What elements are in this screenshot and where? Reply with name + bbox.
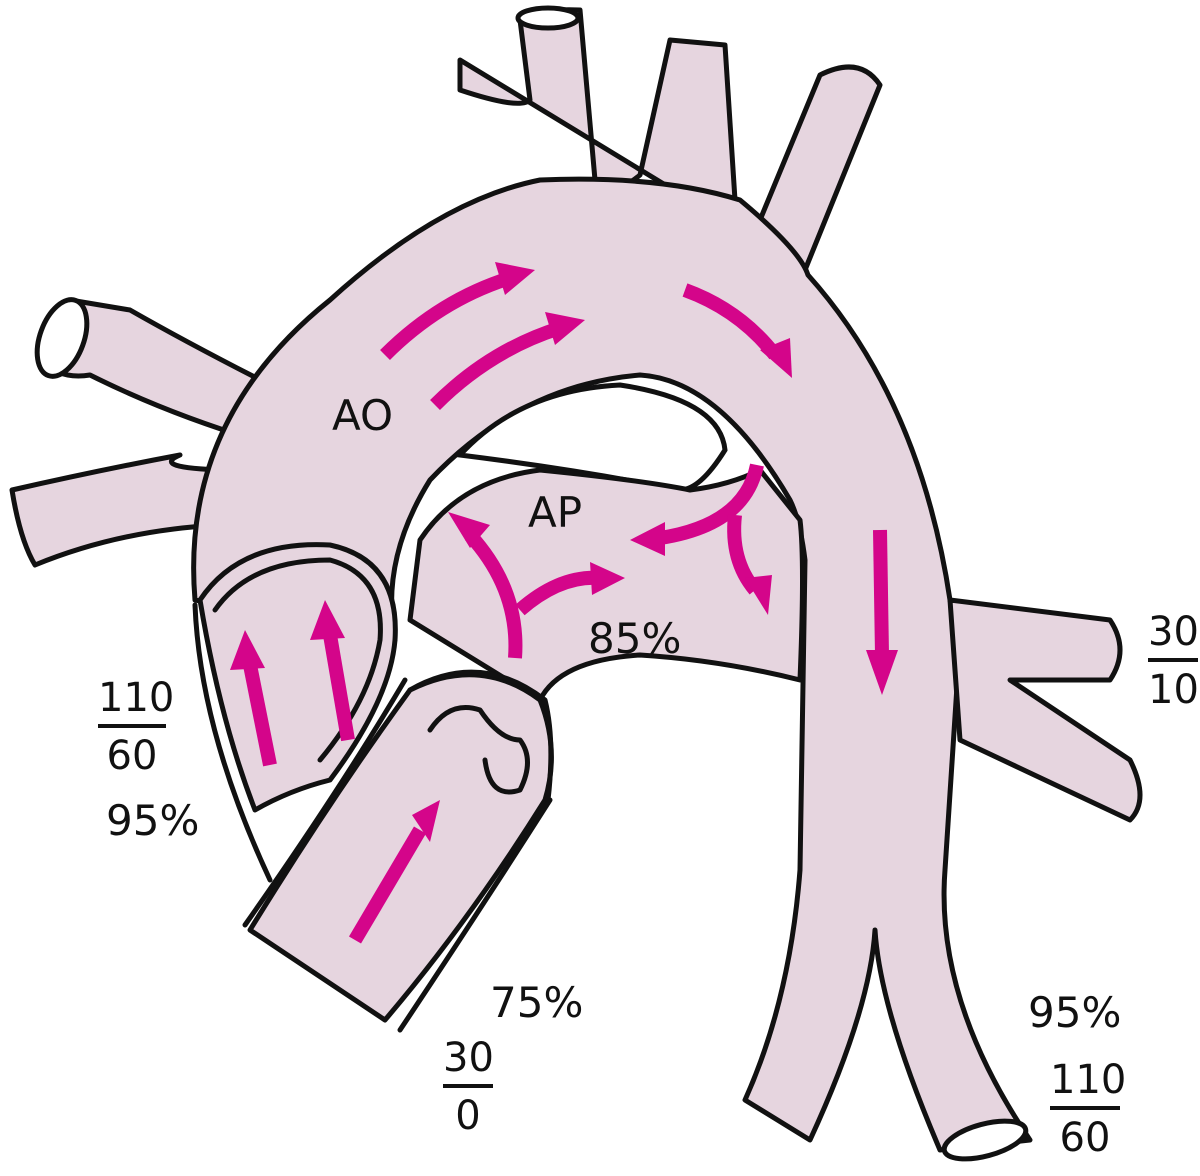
descending-aorta-opening <box>941 1118 1029 1162</box>
descending-aorta-saturation: 95% <box>1028 988 1122 1037</box>
pulmonary-branch-pressure: 30 10 <box>1148 609 1199 713</box>
lv-pressure: 110 60 <box>98 675 175 779</box>
pulmonary-saturation-label: 85% <box>588 614 682 663</box>
lv-saturation: 95% <box>106 796 200 845</box>
descending-aorta-pressure: 110 60 <box>1050 1057 1127 1161</box>
left-ventricle <box>197 542 398 813</box>
valve-leaflets <box>427 705 530 795</box>
tube-wall-left <box>242 677 408 928</box>
lv-outer-wall <box>192 602 273 883</box>
neck-vessel-opening <box>515 5 581 31</box>
right-inflow-tube <box>247 672 554 1023</box>
lv-inner-wall <box>212 557 383 763</box>
right-pulmonary-branch <box>947 597 1143 823</box>
tube-top-wall <box>407 669 554 803</box>
aorta-label: AO <box>332 391 394 440</box>
pulmonary-artery-label: AP <box>528 488 583 537</box>
aortic-arch <box>191 176 1033 1153</box>
left-vessel-opening <box>34 297 90 379</box>
tube-wall-right <box>397 797 553 1033</box>
inflow-pressure: 30 0 <box>443 1035 494 1139</box>
inflow-saturation: 75% <box>490 978 584 1027</box>
flow-arrows <box>230 262 898 944</box>
